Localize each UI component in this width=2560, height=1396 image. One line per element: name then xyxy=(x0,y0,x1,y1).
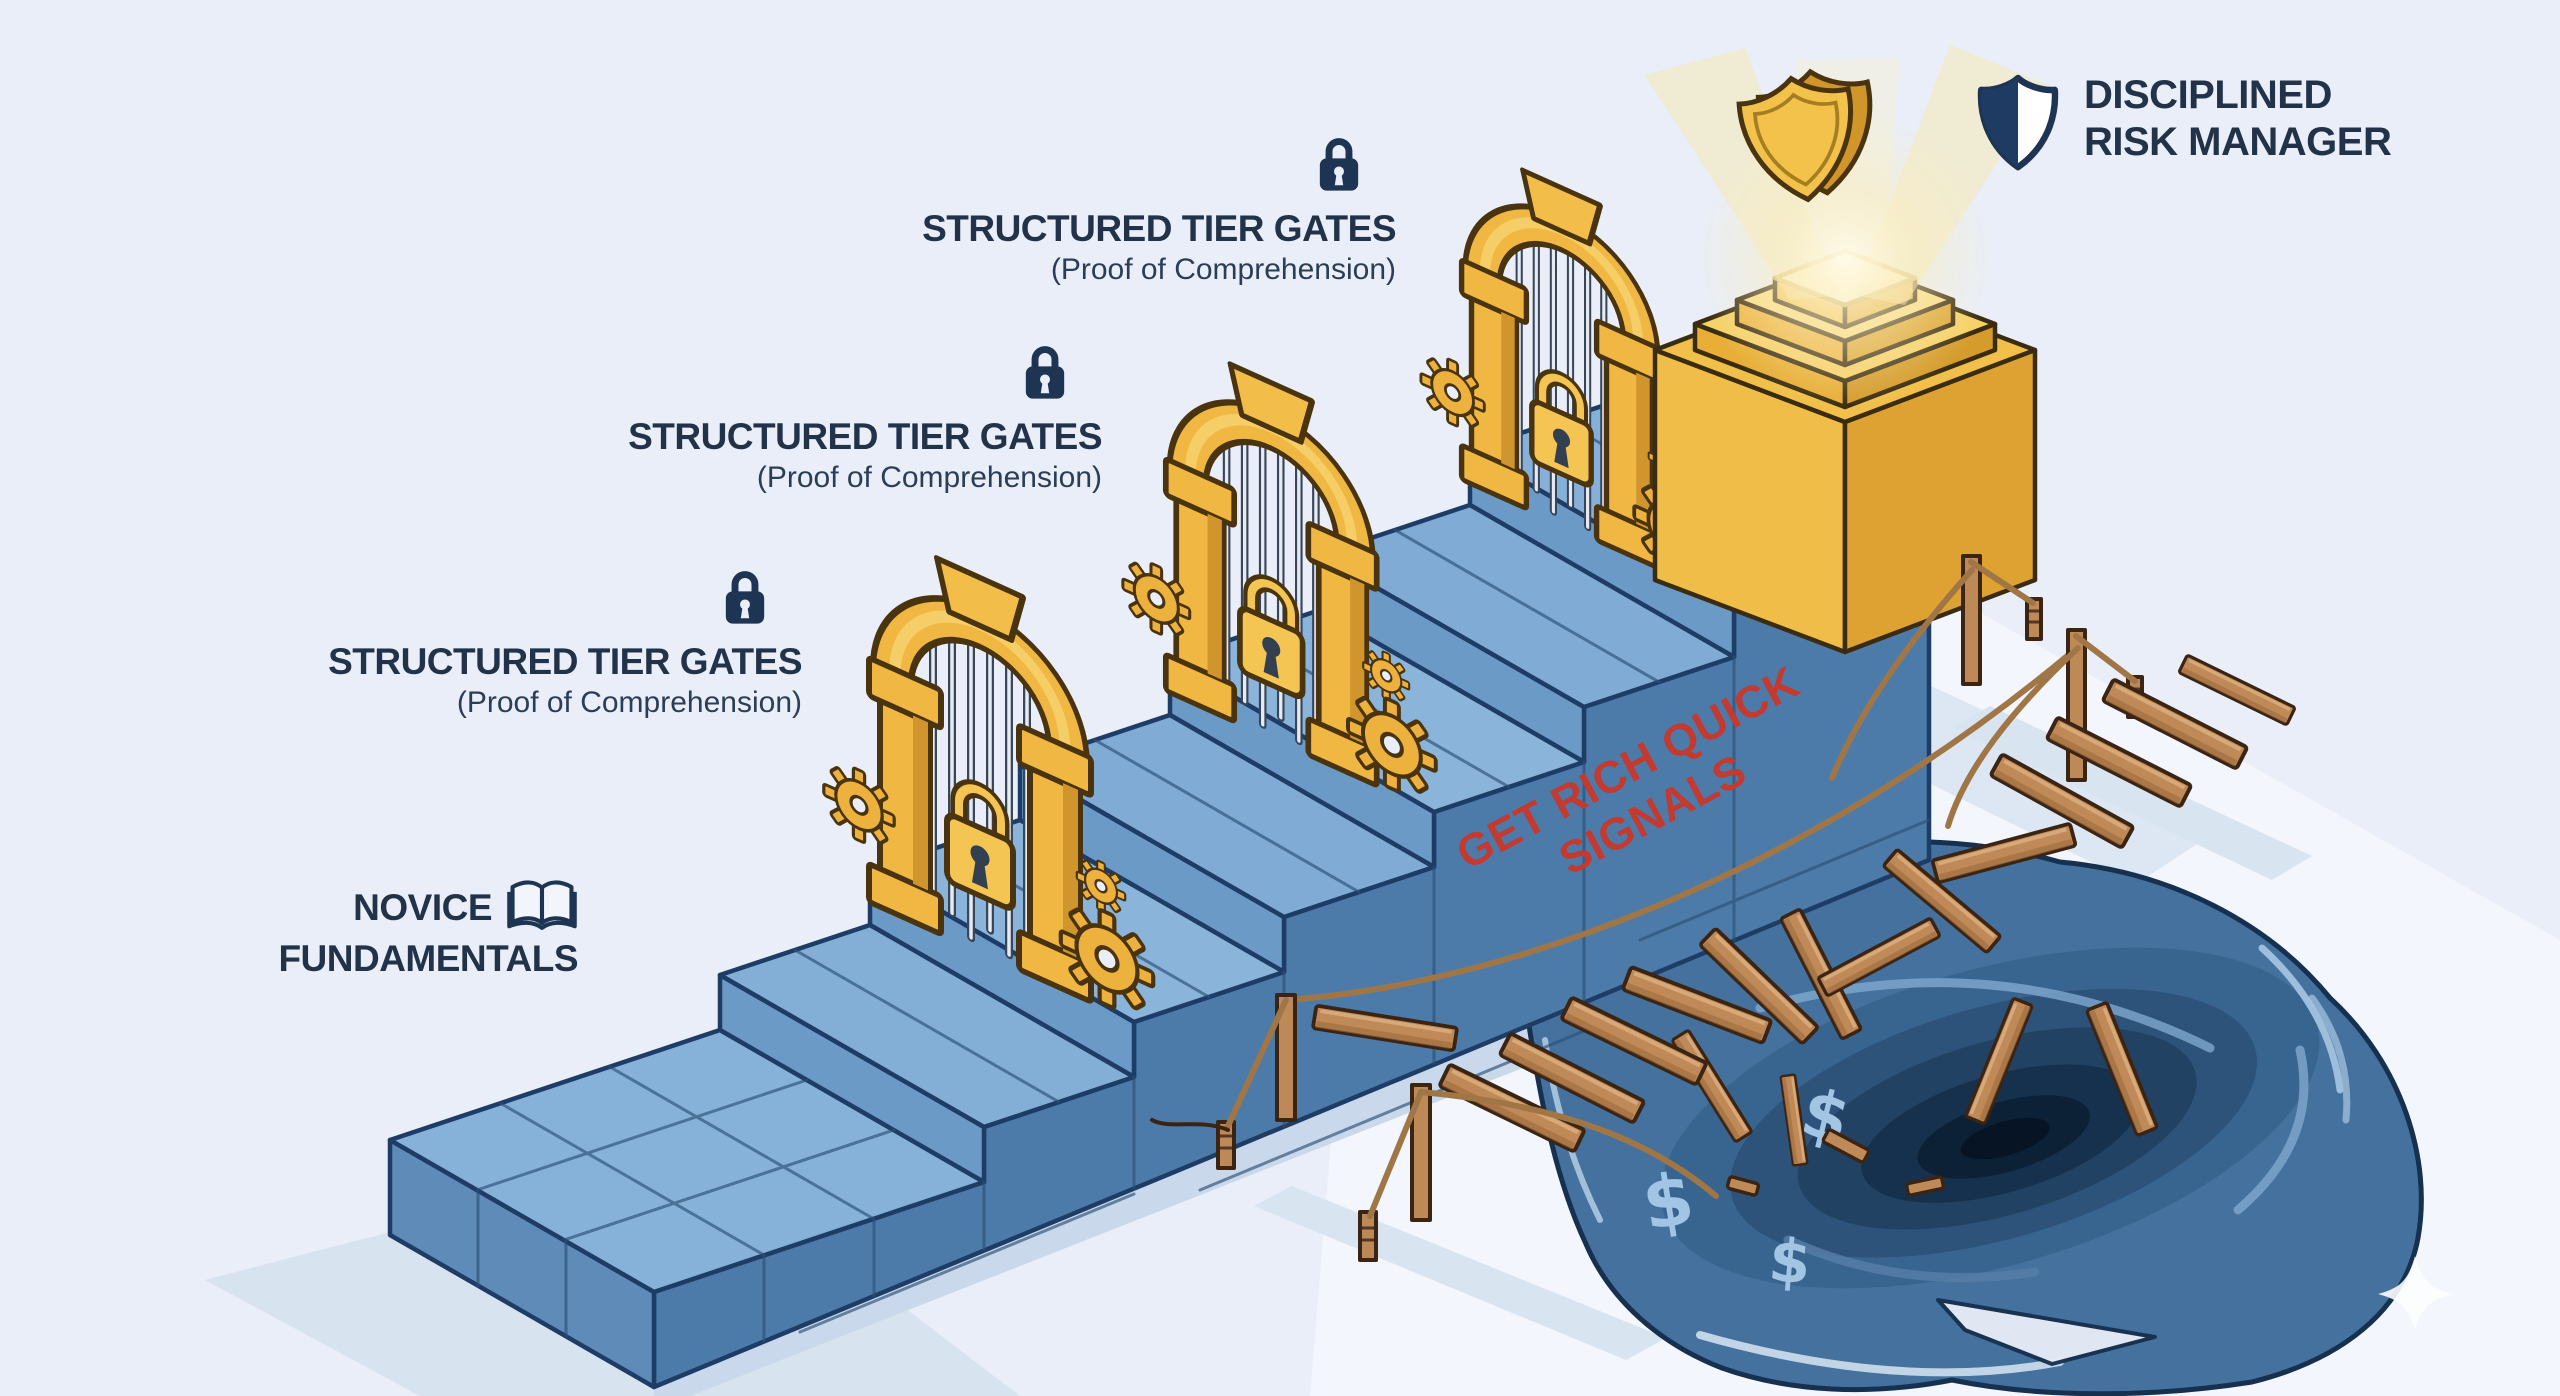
novice-line2: FUNDAMENTALS xyxy=(278,938,578,979)
lock-icon xyxy=(722,565,768,632)
bridge-posts-left xyxy=(1216,993,1432,1262)
sparkle-icon xyxy=(2378,1256,2452,1330)
tier-gate-subtitle: (Proof of Comprehension) xyxy=(456,686,802,719)
tier-gate-title: STRUCTURED TIER GATES xyxy=(628,416,1102,457)
lock-icon xyxy=(1022,340,1068,407)
novice-fundamentals-label: NOVICE FUNDAMENTALS xyxy=(278,878,578,981)
tier-gate-subtitle: (Proof of Comprehension) xyxy=(1050,253,1396,286)
novice-line1: NOVICE xyxy=(353,886,492,928)
tier-gate-subtitle: (Proof of Comprehension) xyxy=(756,461,1102,494)
tier-gate-title: STRUCTURED TIER GATES xyxy=(922,208,1396,249)
tier-gate-title: STRUCTURED TIER GATES xyxy=(328,641,802,682)
tier-gate-label-1: STRUCTURED TIER GATES (Proof of Comprehe… xyxy=(328,565,802,722)
open-book-icon xyxy=(506,878,578,937)
dollar-sign: $ xyxy=(1766,1225,1814,1298)
shield-badge-icon xyxy=(1972,72,2064,179)
lock-icon xyxy=(1316,132,1362,199)
shield-trophy xyxy=(1736,68,1873,203)
tier-gate-label-3: STRUCTURED TIER GATES (Proof of Comprehe… xyxy=(922,132,1396,289)
goal-label: DISCIPLINED RISK MANAGER xyxy=(1972,72,2392,179)
tier-gate-label-2: STRUCTURED TIER GATES (Proof of Comprehe… xyxy=(628,340,1102,497)
falling-planks xyxy=(1670,996,2160,1197)
goal-line1: DISCIPLINED xyxy=(2084,73,2332,117)
broken-bridge xyxy=(1150,554,2297,1262)
goal-line2: RISK MANAGER xyxy=(2084,120,2392,164)
